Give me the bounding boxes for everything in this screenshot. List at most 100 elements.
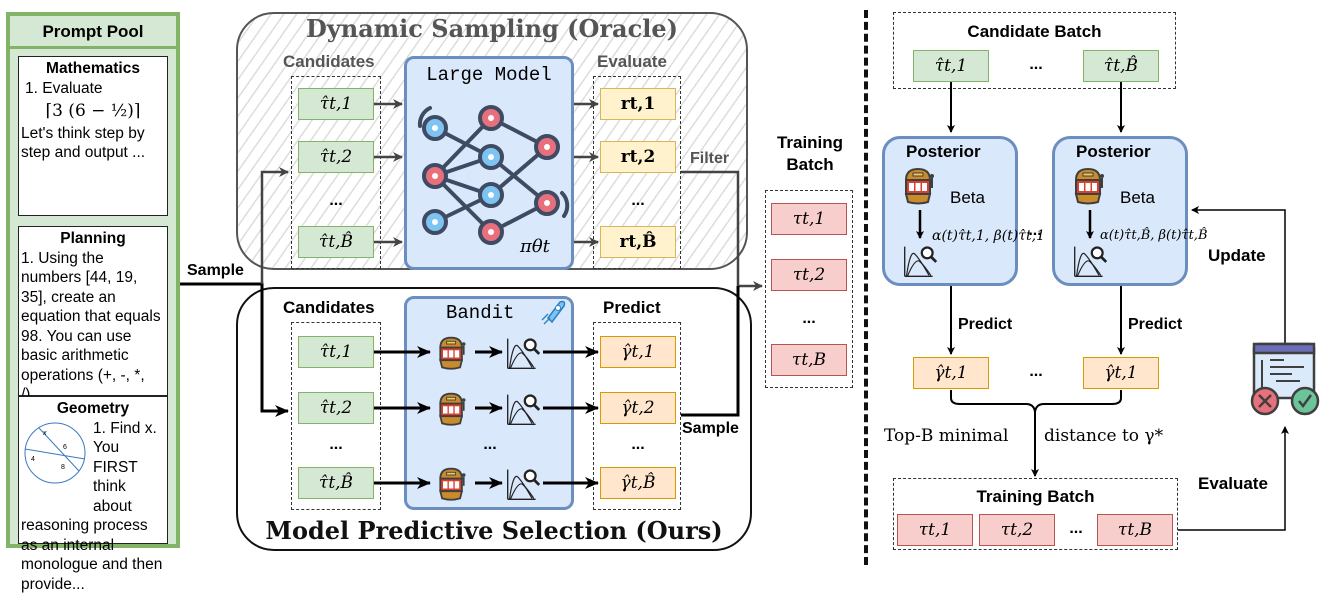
slot-machine-icon: [439, 392, 467, 426]
bandit-box: [404, 296, 574, 510]
arrows-overlay: [180, 82, 1320, 531]
label-4: 4: [31, 456, 35, 463]
policy-label: πθt: [520, 236, 550, 257]
card-heading: Mathematics: [46, 60, 140, 77]
oracle-candidate: τ̂t,B̂: [298, 226, 374, 258]
rewards-group: [593, 76, 681, 269]
distribution-search-icon: [506, 468, 541, 501]
card-text: Let's think step by step and output ...: [21, 124, 146, 162]
oracle-candidates-label: Candidates: [283, 52, 375, 71]
oracle-candidate: τ̂t,1: [298, 88, 374, 120]
mps-candidate-ellipsis: ...: [329, 436, 343, 453]
prompt-pool: Prompt Pool Mathematics 1. Evaluate ⌈3 (…: [6, 12, 180, 593]
predict-label: Predict: [603, 298, 661, 317]
slot-machine-icon: [439, 336, 467, 370]
posterior-params: α(t)τ̂t,1, β(t)τ̂t,1: [932, 228, 1046, 244]
right-prediction: γ̂t,1: [913, 357, 989, 389]
card-heading: Planning: [60, 230, 126, 247]
label-x: x: [42, 430, 47, 437]
training-ellipsis: ...: [802, 310, 816, 327]
rocket-icon: [541, 300, 566, 325]
final-training-batch-title: Training Batch: [976, 487, 1095, 506]
title-line: Training: [776, 133, 844, 152]
prompt-card-planning: Planning 1. Using the numbers [44, 19, 3…: [18, 226, 168, 403]
section-divider: [864, 10, 868, 565]
sample-arrow-right: [681, 286, 740, 417]
mps-candidate: τ̂t,1: [298, 336, 374, 368]
selection-brace: [950, 390, 1122, 413]
posterior-dist: Beta: [950, 188, 985, 207]
training-item: τt,1: [771, 203, 847, 235]
prompt-pool-title: Prompt Pool: [10, 16, 176, 49]
posterior-ellipsis: ...: [1028, 222, 1042, 239]
filter-arrow: [681, 170, 763, 291]
evaluate-arrow: [1178, 426, 1289, 531]
slot-machine-icon: [439, 467, 467, 501]
mps-arrows: [374, 346, 599, 489]
distribution-search-icon: [506, 337, 541, 370]
neural-network-icon: [417, 105, 570, 245]
posterior-title: Posterior: [906, 142, 981, 161]
prediction-ellipsis: ...: [631, 436, 645, 453]
prompt-card-mathematics: Mathematics 1. Evaluate ⌈3 (6 − ½)⌉ Let'…: [18, 56, 168, 216]
mps-candidate: τ̂t,2: [298, 392, 374, 424]
reward-ellipsis: ...: [631, 192, 645, 209]
distribution-search-icon: [506, 393, 541, 426]
evaluator-icon: [1250, 342, 1320, 416]
training-item: τt,B: [771, 344, 847, 376]
reward-item: rt,B̂: [600, 226, 676, 258]
selection-text-right: distance to γ*: [1044, 426, 1164, 446]
mid-training-batch-title: Training Batch: [770, 132, 850, 176]
final-training-batch-group: [893, 478, 1178, 550]
model-predictive-selection-title: Model Predictive Selection (Ours): [265, 516, 723, 545]
circle-chord-figure: x 6 4 8: [24, 422, 86, 483]
right-prediction: γ̂t,1: [1083, 357, 1159, 389]
prediction-item: γ̂t,1: [600, 336, 676, 368]
sample-arrow-mps: [180, 282, 289, 417]
dynamic-sampling-title: Dynamic Sampling (Oracle): [306, 14, 678, 43]
oracle-candidate: τ̂t,2: [298, 141, 374, 173]
mid-training-batch-group: [765, 190, 853, 388]
posterior-title: Posterior: [1076, 142, 1151, 161]
candidate-batch-item: τ̂t,1: [913, 50, 989, 82]
posterior-params: α(t)τ̂t,B̂, β(t)τ̂t,B̂: [1100, 228, 1208, 243]
evaluate-label: Evaluate: [597, 52, 667, 71]
candidate-batch-ellipsis: ...: [1029, 56, 1043, 73]
card-side-text: 1. Find x. You FIRST think about: [93, 419, 157, 515]
slot-machine-icon: [904, 167, 936, 205]
right-prediction-ellipsis: ...: [1029, 363, 1043, 380]
predict-label-2: Predict: [1128, 316, 1183, 333]
oracle-candidate-arrows: [374, 99, 599, 247]
update-label: Update: [1208, 246, 1266, 265]
large-model-label: Large Model: [426, 64, 552, 86]
card-line: 1. Evaluate: [25, 79, 103, 97]
reward-item: rt,1: [600, 88, 676, 120]
evaluate-label-right: Evaluate: [1198, 474, 1268, 493]
candidate-batch-group: [893, 12, 1176, 89]
oracle-candidate-ellipsis: ...: [329, 192, 343, 209]
selection-text-left: Top-B minimal: [884, 426, 1009, 446]
sample-arrow-oracle: [260, 167, 289, 284]
update-arrow: [1191, 206, 1286, 345]
distribution-search-icon: [903, 245, 938, 278]
mps-candidates-group: [291, 322, 381, 510]
posterior-dist: Beta: [1120, 188, 1155, 207]
filter-label: Filter: [690, 150, 730, 167]
label-8: 8: [61, 464, 65, 471]
bandit-ellipsis: ...: [483, 436, 497, 453]
sample-label-left: Sample: [187, 262, 244, 279]
prediction-item: γ̂t,B̂: [600, 467, 676, 499]
math-expression: ⌈3 (6 − ½)⌉: [45, 101, 141, 121]
distribution-search-icon: [1073, 245, 1108, 278]
candidate-batch-item: τ̂t,B̂: [1083, 50, 1159, 82]
reward-item: rt,2: [600, 141, 676, 173]
final-training-item: τt,1: [897, 514, 973, 546]
final-training-item: τt,B: [1097, 514, 1173, 546]
predictions-group: [593, 322, 681, 510]
oracle-candidates-group: [291, 76, 381, 269]
mps-candidates-label: Candidates: [283, 298, 375, 317]
final-training-ellipsis: ...: [1069, 520, 1083, 537]
card-heading: Geometry: [56, 400, 130, 417]
final-training-item: τt,2: [979, 514, 1055, 546]
prediction-item: γ̂t,2: [600, 392, 676, 424]
